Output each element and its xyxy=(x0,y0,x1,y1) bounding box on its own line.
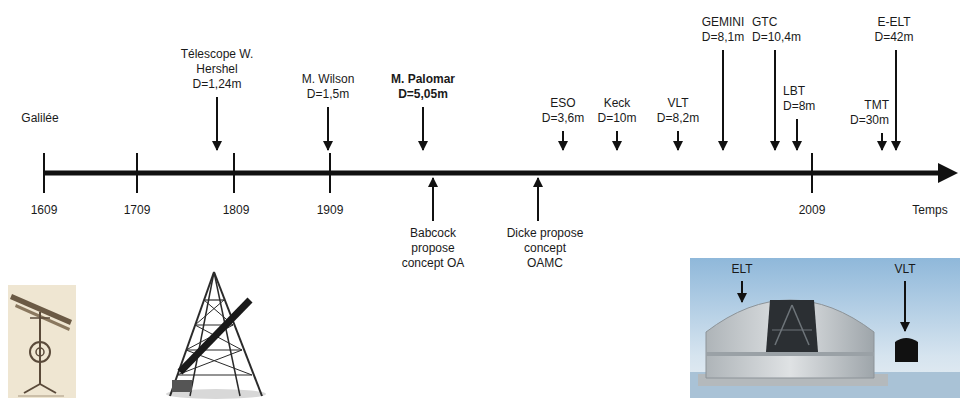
telescope-name: Keck xyxy=(604,96,631,111)
diameter: D=10,4m xyxy=(752,30,801,45)
diameter: D=10m xyxy=(597,111,636,126)
telescope-name: GEMINI xyxy=(702,15,745,30)
time-axis xyxy=(44,153,958,193)
herschel-telescope-drawing xyxy=(166,272,266,399)
diameter: D=42m xyxy=(874,30,913,45)
telescope-name: Télescope W. Hershel xyxy=(177,47,257,77)
concept-note: Babcock propose concept OA xyxy=(395,226,471,271)
diameter: D=5,05m xyxy=(398,87,448,102)
diameter: D=1,24m xyxy=(192,77,241,92)
diameter: D=8,1m xyxy=(702,30,744,45)
elt-vlt-photo xyxy=(690,258,960,398)
year-label: 1909 xyxy=(317,203,344,218)
galileo-telescope-drawing xyxy=(8,285,76,398)
year-label: 2009 xyxy=(799,203,826,218)
year-label: 1809 xyxy=(223,203,250,218)
telescope-name: M. Palomar xyxy=(391,72,455,87)
diameter: D=8m xyxy=(783,99,815,114)
concept-arrows xyxy=(433,178,538,221)
year-label: 1609 xyxy=(31,203,58,218)
telescope-name: E-ELT xyxy=(877,15,910,30)
photo-label: ELT xyxy=(731,262,752,277)
diameter: D=1,5m xyxy=(307,87,349,102)
concept-note: Dicke propose concept OAMC xyxy=(505,226,585,271)
diameter: D=30m xyxy=(850,113,889,128)
telescope-name: TMT xyxy=(864,98,889,113)
telescope-name: VLT xyxy=(667,96,688,111)
telescope-name: ESO xyxy=(550,96,575,111)
axis-title: Temps xyxy=(912,203,947,218)
diameter: D=8,2m xyxy=(657,111,699,126)
telescope-name: M. Wilson xyxy=(302,72,355,87)
start-label: Galilée xyxy=(21,111,58,126)
telescope-name: GTC xyxy=(752,15,777,30)
year-label: 1709 xyxy=(124,203,151,218)
photo-label: VLT xyxy=(894,262,915,277)
telescope-name: LBT xyxy=(783,84,805,99)
diameter: D=3,6m xyxy=(542,111,584,126)
telescope-arrows xyxy=(217,50,896,150)
